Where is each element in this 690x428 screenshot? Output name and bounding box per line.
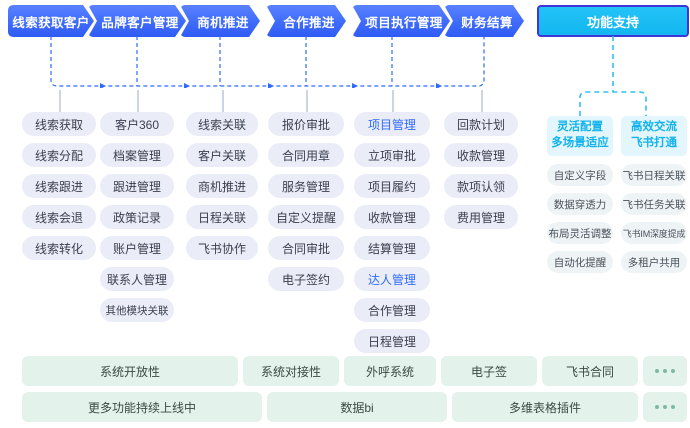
module-pill[interactable]: 项目履约 (354, 174, 430, 198)
column-stub-project (392, 90, 394, 112)
module-pill[interactable]: 立项审批 (354, 143, 430, 167)
support-pill[interactable]: 自定义字段 (547, 164, 613, 186)
support-header-line2: 飞书打通 (631, 137, 677, 149)
support-pill[interactable]: 数据穿透力 (547, 193, 613, 215)
capability-box[interactable]: 电子签 (441, 356, 537, 386)
module-pill[interactable]: 合作管理 (354, 298, 430, 322)
module-pill[interactable]: 报价审批 (268, 112, 344, 136)
stage-chevron-2[interactable]: 商机推进 (180, 5, 260, 37)
module-pill[interactable]: 账户管理 (100, 236, 174, 260)
module-pill[interactable]: 费用管理 (444, 205, 518, 229)
support-header-box[interactable]: 功能支持 (537, 5, 689, 37)
support-header-line2: 多场景适应 (551, 137, 609, 149)
module-pill[interactable]: 飞书协作 (186, 236, 258, 260)
module-pill[interactable]: 收款管理 (444, 143, 518, 167)
support-pill[interactable]: 飞书IM深度提成 (621, 222, 687, 244)
capability-box[interactable]: 飞书合同 (542, 356, 638, 386)
module-pill[interactable]: 客户关联 (186, 143, 258, 167)
module-pill[interactable]: 服务管理 (268, 174, 344, 198)
capability-label: 飞书合同 (565, 364, 614, 379)
stage-chevron-3[interactable]: 合作推进 (266, 5, 346, 37)
module-pill[interactable]: 线索跟进 (22, 174, 96, 198)
support-column-feishu: 飞书日程关联飞书任务关联飞书IM深度提成多租户共用 (621, 164, 687, 273)
support-group-header-flexible[interactable]: 灵活配置多场景适应 (547, 116, 613, 156)
capability-box[interactable]: 系统对接性 (243, 356, 339, 386)
column-stub-contract (306, 90, 308, 112)
stage-chevron-4[interactable]: 项目执行管理 (352, 5, 450, 37)
capability-label: 更多功能持续上线中 (87, 400, 196, 415)
capability-label: 电子签 (470, 364, 507, 379)
column-customer: 客户360 档案管理跟进管理政策记录账户管理联系人管理其他模块关联 (100, 112, 174, 322)
support-branch-connector (579, 36, 647, 116)
module-pill[interactable]: 线索会退 (22, 205, 96, 229)
column-stub-finance (481, 90, 483, 112)
module-pill[interactable]: 客户360 (100, 112, 174, 136)
support-pill[interactable]: 多租户共用 (621, 251, 687, 273)
support-pill[interactable]: 自动化提醒 (547, 251, 613, 273)
support-header-line1: 高效交流 (631, 121, 677, 134)
stage-chevron-label: 线索获取客户 (12, 15, 90, 30)
column-stub-lead (59, 90, 61, 112)
stage-chevron-label: 合作推进 (283, 15, 335, 30)
support-group-header-feishu[interactable]: 高效交流飞书打通 (621, 116, 687, 156)
ellipsis-icon (655, 369, 675, 373)
capability-box[interactable]: 数据bi (267, 392, 447, 422)
module-pill[interactable]: 合同用章 (268, 143, 344, 167)
module-pill[interactable]: 档案管理 (100, 143, 174, 167)
module-pill[interactable]: 政策记录 (100, 205, 174, 229)
stage-chevron-label: 品牌客户管理 (101, 15, 179, 30)
ellipsis-icon (655, 405, 675, 409)
stage-chevron-label: 商机推进 (197, 15, 249, 30)
column-stub-opportunity (222, 90, 224, 112)
stage-chevron-1[interactable]: 品牌客户管理 (88, 5, 186, 37)
column-lead: 线索获取线索分配线索跟进线索会退线索转化 (22, 112, 96, 260)
flow-connector (50, 36, 485, 88)
support-column-flexible: 自定义字段数据穿透力布局灵活调整自动化提醒 (547, 164, 613, 273)
support-header-line1: 灵活配置 (557, 121, 603, 134)
more-options-button[interactable] (643, 356, 687, 386)
column-opportunity: 线索关联客户关联商机推进日程关联飞书协作 (186, 112, 258, 260)
capability-label: 外呼系统 (365, 364, 414, 379)
module-pill[interactable]: 线索关联 (186, 112, 258, 136)
capability-label: 系统开放性 (99, 364, 160, 379)
module-pill[interactable]: 联系人管理 (100, 267, 174, 291)
module-pill[interactable]: 日程关联 (186, 205, 258, 229)
module-pill[interactable]: 电子签约 (268, 267, 344, 291)
capability-box[interactable]: 外呼系统 (344, 356, 436, 386)
stage-chevron-0[interactable]: 线索获取客户 (8, 5, 94, 37)
module-pill[interactable]: 商机推进 (186, 174, 258, 198)
module-pill[interactable]: 款项认领 (444, 174, 518, 198)
module-pill[interactable]: 回款计划 (444, 112, 518, 136)
module-pill[interactable]: 达人管理 (354, 267, 430, 291)
stage-chevron-label: 项目执行管理 (365, 15, 443, 30)
capability-label: 多维表格插件 (508, 400, 581, 415)
capability-box[interactable]: 更多功能持续上线中 (22, 392, 262, 422)
capability-label: 数据bi (340, 400, 374, 415)
stage-chevron-label: 财务结算 (461, 15, 513, 30)
module-pill[interactable]: 项目管理 (354, 112, 430, 136)
column-stub-customer (137, 90, 139, 112)
column-project: 项目管理立项审批项目履约收款管理结算管理达人管理合作管理日程管理 (354, 112, 430, 353)
module-pill[interactable]: 线索获取 (22, 112, 96, 136)
module-pill[interactable]: 日程管理 (354, 329, 430, 353)
module-pill[interactable]: 线索分配 (22, 143, 96, 167)
module-pill[interactable]: 跟进管理 (100, 174, 174, 198)
module-pill[interactable]: 自定义提醒 (268, 205, 344, 229)
module-pill[interactable]: 线索转化 (22, 236, 96, 260)
module-pill[interactable]: 合同审批 (268, 236, 344, 260)
capability-label: 系统对接性 (260, 364, 321, 379)
stage-chevron-5[interactable]: 财务结算 (444, 5, 524, 37)
module-pill[interactable]: 收款管理 (354, 205, 430, 229)
support-pill[interactable]: 飞书日程关联 (621, 164, 687, 186)
support-header-label: 功能支持 (586, 14, 639, 30)
column-finance: 回款计划收款管理款项认领费用管理 (444, 112, 518, 229)
column-contract: 报价审批合同用章服务管理自定义提醒合同审批电子签约 (268, 112, 344, 291)
more-options-button[interactable] (643, 392, 687, 422)
module-pill[interactable]: 其他模块关联 (100, 298, 174, 322)
capability-box[interactable]: 多维表格插件 (452, 392, 638, 422)
support-pill[interactable]: 布局灵活调整 (547, 222, 613, 244)
support-pill[interactable]: 飞书任务关联 (621, 193, 687, 215)
capability-box[interactable]: 系统开放性 (22, 356, 238, 386)
module-pill[interactable]: 结算管理 (354, 236, 430, 260)
